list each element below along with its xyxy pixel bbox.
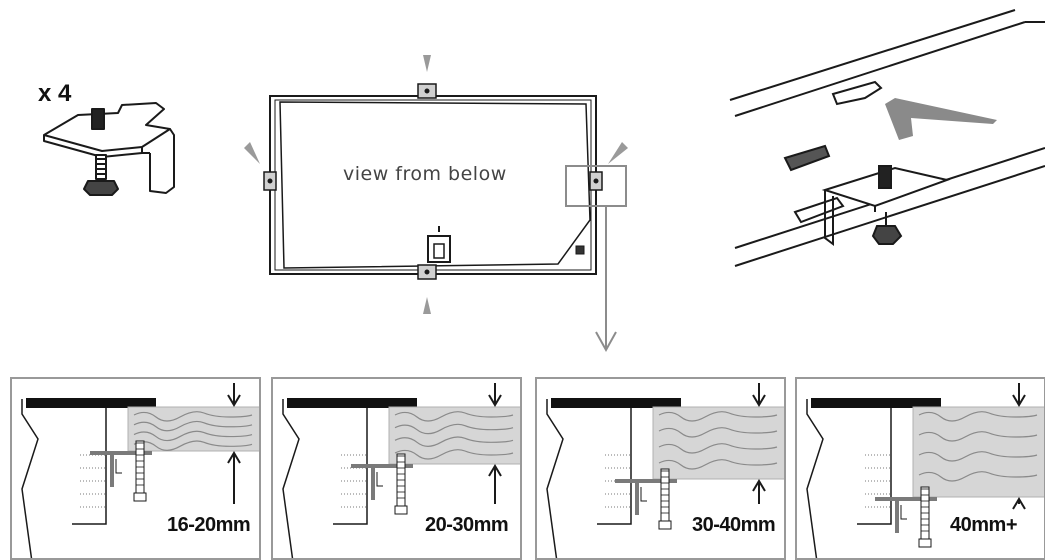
thickness-label: 16-20mm — [167, 514, 250, 537]
clamp-bracket-icon — [38, 95, 198, 205]
underside-view-diagram — [240, 50, 640, 320]
installation-illustration — [725, 8, 1045, 280]
thickness-panel-2: 20-30mm — [271, 377, 522, 560]
view-from-below-label: view from below — [343, 163, 507, 185]
down-pointer-icon — [592, 320, 622, 355]
thickness-panel-1: 16-20mm — [10, 377, 261, 560]
thickness-panel-4: 40mm+ — [795, 377, 1045, 560]
thickness-label: 20-30mm — [425, 514, 508, 537]
thickness-label: 40mm+ — [950, 514, 1017, 537]
thickness-label: 30-40mm — [692, 514, 775, 537]
insert-arrow-icon — [885, 98, 997, 140]
thickness-panel-3: 30-40mm — [535, 377, 786, 560]
